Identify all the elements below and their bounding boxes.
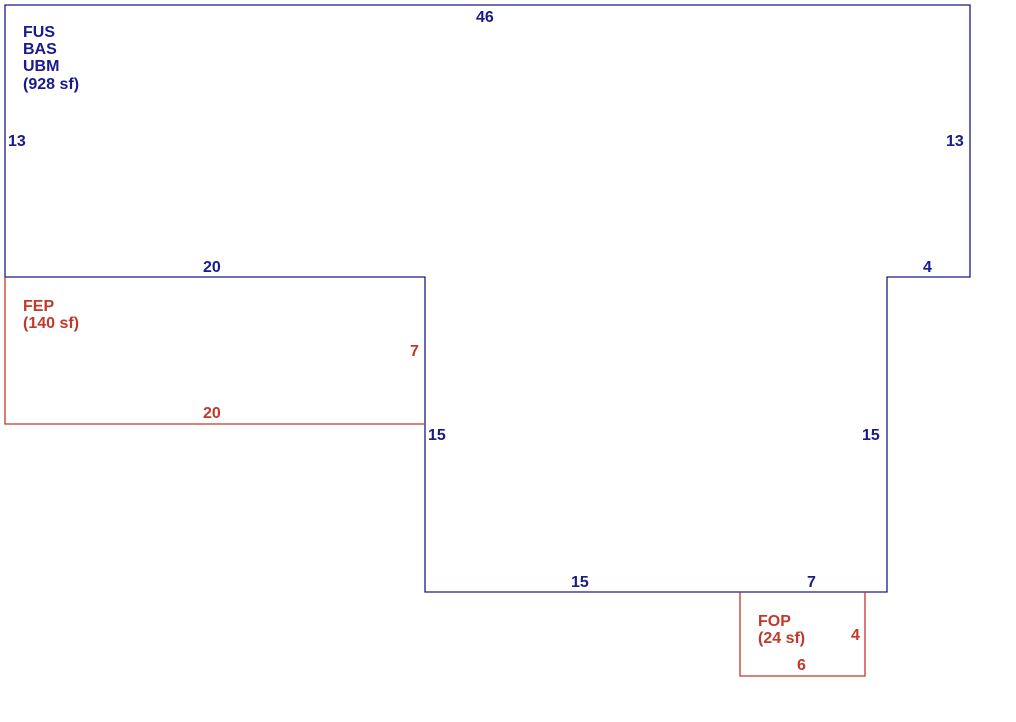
fop-dim-right: 4 [851, 627, 860, 644]
dim-step-left: 20 [203, 259, 221, 276]
dim-top: 46 [476, 9, 494, 26]
fep-dim-right: 7 [410, 343, 419, 360]
dim-bottom-right: 7 [807, 574, 816, 591]
dim-right: 13 [946, 133, 964, 150]
dim-bottom-left: 15 [571, 574, 589, 591]
main-area-sf: (928 sf) [23, 76, 79, 93]
main-code-2: BAS [23, 41, 57, 58]
main-code-1: FUS [23, 24, 55, 41]
dim-left: 13 [8, 133, 26, 150]
fop-area-sf: (24 sf) [758, 630, 805, 647]
fep-label: FEP (140 sf) [23, 298, 79, 332]
fep-code: FEP [23, 298, 54, 315]
main-area-label: FUS BAS UBM (928 sf) [23, 24, 79, 93]
main-building-outline [4, 4, 971, 593]
dim-notch-right: 4 [923, 259, 932, 276]
fep-outline [4, 277, 425, 425]
dim-inner-left: 15 [428, 427, 446, 444]
fop-outline [739, 592, 866, 677]
fop-dim-bottom: 6 [797, 657, 806, 674]
fop-code: FOP [758, 613, 791, 630]
main-code-3: UBM [23, 58, 59, 75]
fep-area-sf: (140 sf) [23, 315, 79, 332]
fop-label: FOP (24 sf) [758, 613, 805, 647]
dim-inner-right: 15 [862, 427, 880, 444]
fep-dim-bottom: 20 [203, 405, 221, 422]
